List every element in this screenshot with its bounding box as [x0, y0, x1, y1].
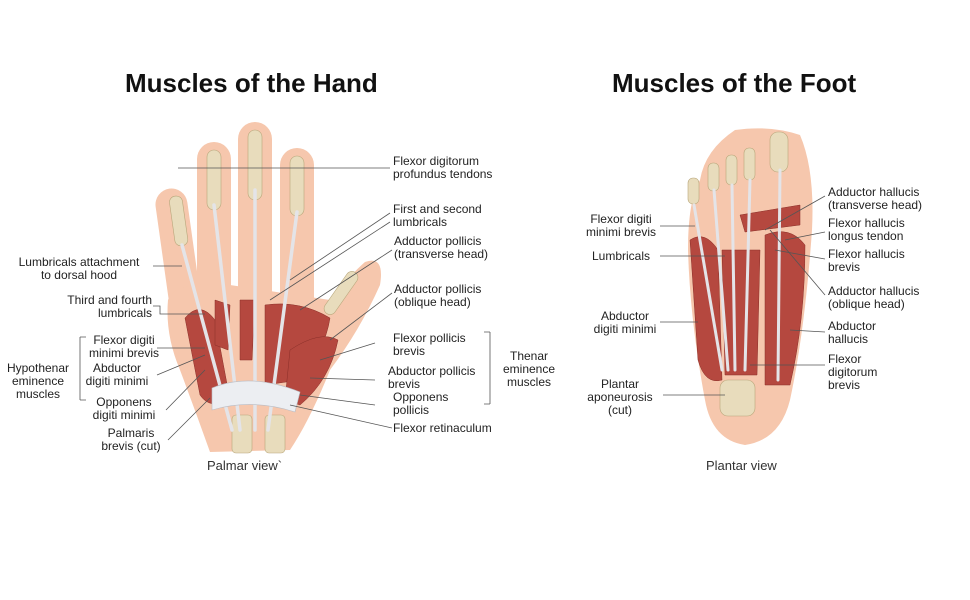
label-opponens-digiti-minimi: Opponens digiti minimi — [84, 396, 164, 422]
label-third-fourth-lumbricals: Third and fourth lumbricals — [40, 294, 152, 320]
label-thenar-eminence: Thenar eminence muscles — [494, 350, 564, 389]
hand-title: Muscles of the Hand — [125, 68, 378, 99]
label-flexor-digitorum-brevis: Flexor digitorum brevis — [828, 353, 877, 392]
label-abductor-digiti-minimi-hand: Abductor digiti minimi — [80, 362, 154, 388]
label-abductor-digiti-minimi-foot: Abductor digiti minimi — [590, 310, 660, 336]
label-flexor-digitorum-profundus: Flexor digitorum profundus tendons — [393, 155, 492, 181]
label-lumbricals-attachment: Lumbricals attachment to dorsal hood — [6, 256, 152, 282]
label-adductor-pollicis-transverse: Adductor pollicis (transverse head) — [394, 235, 488, 261]
foot-title: Muscles of the Foot — [612, 68, 856, 99]
label-adductor-hallucis-oblique: Adductor hallucis (oblique head) — [828, 285, 919, 311]
label-flexor-hallucis-longus: Flexor hallucis longus tendon — [828, 217, 905, 243]
label-abductor-pollicis-brevis: Abductor pollicis brevis — [388, 365, 475, 391]
label-hypothenar-eminence: Hypothenar eminence muscles — [0, 362, 76, 401]
label-plantar-aponeurosis: Plantar aponeurosis (cut) — [580, 378, 660, 417]
label-abductor-hallucis: Abductor hallucis — [828, 320, 876, 346]
label-first-second-lumbricals: First and second lumbricals — [393, 203, 482, 229]
label-flexor-digiti-minimi-brevis-foot: Flexor digiti minimi brevis — [582, 213, 660, 239]
label-flexor-hallucis-brevis: Flexor hallucis brevis — [828, 248, 905, 274]
label-adductor-pollicis-oblique: Adductor pollicis (oblique head) — [394, 283, 481, 309]
foot-view-caption: Plantar view — [706, 458, 777, 473]
label-palmaris-brevis: Palmaris brevis (cut) — [96, 427, 166, 453]
foot-illustration — [688, 128, 813, 445]
label-flexor-digiti-minimi-brevis-hand: Flexor digiti minimi brevis — [84, 334, 164, 360]
hand-illustration — [153, 122, 381, 453]
label-adductor-hallucis-transverse: Adductor hallucis (transverse head) — [828, 186, 922, 212]
label-flexor-pollicis-brevis: Flexor pollicis brevis — [393, 332, 466, 358]
label-lumbricals-foot: Lumbricals — [592, 250, 650, 263]
hand-view-caption: Palmar view` — [207, 458, 282, 473]
label-opponens-pollicis: Opponens pollicis — [393, 391, 448, 417]
label-flexor-retinaculum: Flexor retinaculum — [393, 422, 492, 435]
